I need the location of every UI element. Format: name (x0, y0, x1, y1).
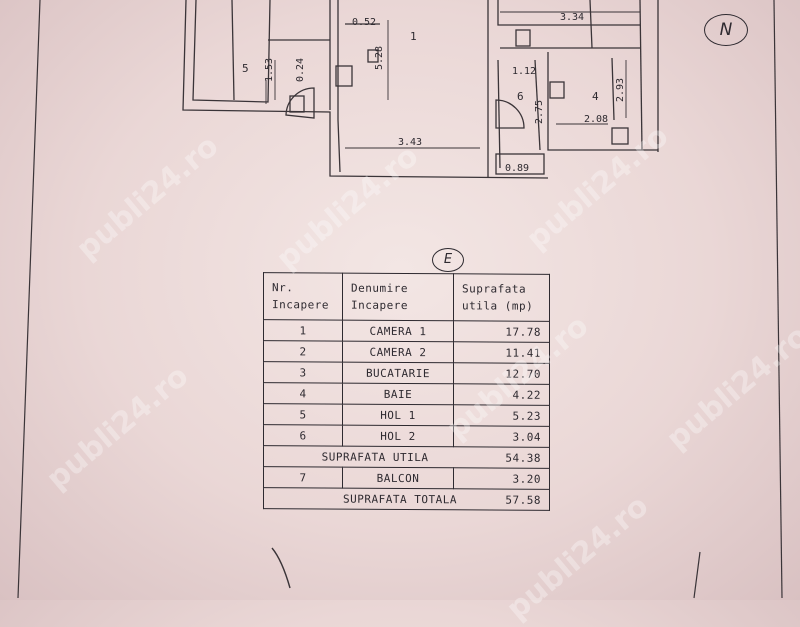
row-nr: 1 (263, 319, 343, 342)
row-area: 4.22 (453, 383, 550, 406)
header-nr: Nr. Incapere (263, 272, 343, 321)
header-name: Denumire Incapere (342, 273, 454, 321)
table-row: 1 CAMERA 1 17.78 (263, 319, 550, 343)
room-number: 4 (592, 90, 599, 103)
floor-plan-drawing: 0.52 1.53 0.24 5.28 3.34 1.12 2.75 2.93 … (17, 0, 783, 599)
row-area: 17.78 (453, 320, 550, 343)
header-area: Suprafata utila (mp) (453, 273, 550, 322)
dim-label: 5.28 (374, 46, 385, 70)
dim-label: 1.53 (264, 58, 275, 82)
row-area: 3.20 (453, 467, 550, 490)
room-number: 6 (517, 90, 524, 103)
row-area: 11.41 (453, 341, 550, 364)
table-row: 2 CAMERA 2 11.41 (263, 340, 550, 364)
row-name: HOL 2 (342, 425, 454, 447)
dim-label: 2.93 (615, 78, 626, 102)
pen-mark (693, 551, 701, 599)
pen-mark (271, 547, 291, 589)
section-marker: E (432, 248, 464, 272)
row-name: CAMERA 1 (342, 320, 454, 342)
table-row: 3 BUCATARIE 12.70 (263, 361, 550, 385)
row-name: BAIE (342, 383, 454, 405)
row-area: 5.23 (453, 404, 550, 427)
page-border-left (17, 0, 41, 599)
row-nr: 3 (263, 361, 343, 384)
row-area: 12.70 (453, 362, 550, 385)
table-row: 4 BAIE 4.22 (263, 382, 550, 406)
dim-label: 0.52 (352, 17, 376, 28)
dim-label: 0.89 (505, 163, 529, 174)
room-number: 1 (410, 30, 417, 43)
row-nr: 6 (263, 424, 343, 447)
row-name: BUCATARIE (342, 362, 454, 384)
util-total: SUPRAFATA UTILA 54.38 (263, 445, 550, 469)
util-total-row: SUPRAFATA UTILA 54.38 (263, 445, 550, 469)
util-total-label: SUPRAFATA UTILA (321, 449, 429, 464)
page-border-right (773, 0, 783, 599)
dim-label: 3.43 (398, 137, 422, 148)
floor-plan (182, 0, 659, 179)
row-area: 3.04 (453, 425, 550, 448)
grand-total: SUPRAFATA TOTALA 57.58 (263, 487, 550, 511)
room-number: 5 (242, 62, 249, 75)
row-nr: 2 (263, 340, 343, 363)
area-table: Nr. Incapere Denumire Incapere Suprafata… (263, 272, 550, 511)
dim-label: 2.08 (584, 114, 608, 125)
dim-label: 3.34 (560, 12, 584, 23)
grand-total-value: 57.58 (505, 493, 541, 507)
row-name: HOL 1 (342, 404, 454, 426)
table-row: 5 HOL 1 5.23 (263, 403, 550, 427)
row-nr: 5 (263, 403, 343, 426)
dim-label: 1.12 (512, 66, 536, 77)
row-name: CAMERA 2 (342, 341, 454, 363)
dim-label: 2.75 (534, 100, 545, 124)
grand-total-row: SUPRAFATA TOTALA 57.58 (263, 487, 550, 511)
table-row: 7 BALCON 3.20 (263, 466, 550, 490)
row-name: BALCON (342, 467, 454, 489)
table-header-row: Nr. Incapere Denumire Incapere Suprafata… (263, 272, 550, 322)
table-row: 6 HOL 2 3.04 (263, 424, 550, 448)
dim-label: 0.24 (295, 58, 306, 82)
row-nr: 4 (263, 382, 343, 405)
north-marker: N (704, 14, 748, 46)
util-total-value: 54.38 (505, 451, 541, 465)
grand-total-label: SUPRAFATA TOTALA (343, 492, 457, 506)
row-nr: 7 (263, 466, 343, 489)
